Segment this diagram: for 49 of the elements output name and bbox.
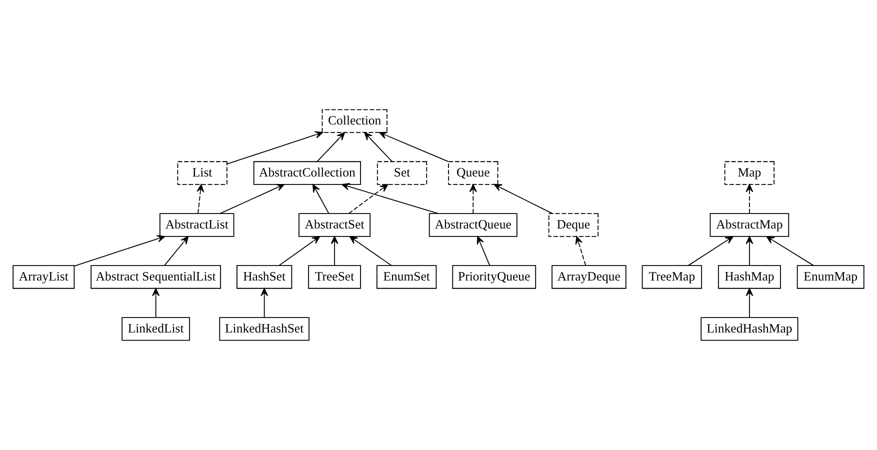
arrow bbox=[746, 236, 754, 266]
node-box: List bbox=[177, 161, 228, 185]
node-box: Queue bbox=[448, 161, 498, 185]
node-box: HashSet bbox=[236, 265, 292, 289]
arrow bbox=[746, 184, 754, 214]
arrow bbox=[260, 288, 268, 318]
node-box: AbstractCollection bbox=[253, 161, 361, 185]
node-box: LinkedHashSet bbox=[219, 317, 310, 341]
arrow bbox=[278, 236, 320, 266]
arrow bbox=[469, 184, 477, 214]
node-box: AbstractSet bbox=[298, 213, 371, 237]
arrow bbox=[746, 288, 754, 318]
node-box: AbstractQueue bbox=[428, 213, 518, 237]
node-box: LinkedList bbox=[122, 317, 190, 341]
arrow bbox=[476, 236, 490, 266]
arrow bbox=[766, 236, 814, 266]
node-box: EnumMap bbox=[796, 265, 864, 289]
node-box: ArrayList bbox=[12, 265, 75, 289]
arrow bbox=[378, 132, 449, 162]
node-box: TreeSet bbox=[308, 265, 361, 289]
node-box: EnumSet bbox=[376, 265, 437, 289]
arrow bbox=[688, 236, 734, 266]
node-box: Deque bbox=[548, 213, 599, 237]
arrow bbox=[364, 132, 392, 162]
node-box: Collection bbox=[322, 109, 388, 133]
arrow bbox=[74, 235, 166, 266]
node-box: Abstract SequentialList bbox=[90, 265, 222, 289]
node-box: Set bbox=[376, 161, 428, 185]
node-box: ArrayDeque bbox=[552, 265, 626, 289]
arrow bbox=[316, 132, 346, 162]
arrow bbox=[312, 184, 330, 214]
node-box: TreeMap bbox=[642, 265, 702, 289]
node-box: PriorityQueue bbox=[452, 265, 536, 289]
arrow bbox=[348, 184, 388, 214]
arrow bbox=[152, 288, 160, 318]
arrow bbox=[220, 184, 285, 214]
arrow bbox=[341, 182, 439, 214]
node-box: Map bbox=[724, 161, 775, 185]
arrow bbox=[226, 131, 324, 164]
node-box: AbstractMap bbox=[710, 213, 790, 237]
arrow bbox=[494, 184, 553, 214]
arrow bbox=[330, 236, 338, 266]
arrow bbox=[196, 184, 204, 214]
node-box: LinkedHashMap bbox=[700, 317, 798, 341]
arrow bbox=[164, 236, 189, 266]
node-box: HashMap bbox=[718, 265, 781, 289]
node-box: AbstractList bbox=[159, 213, 234, 237]
arrow bbox=[575, 236, 586, 266]
arrow bbox=[349, 236, 392, 266]
